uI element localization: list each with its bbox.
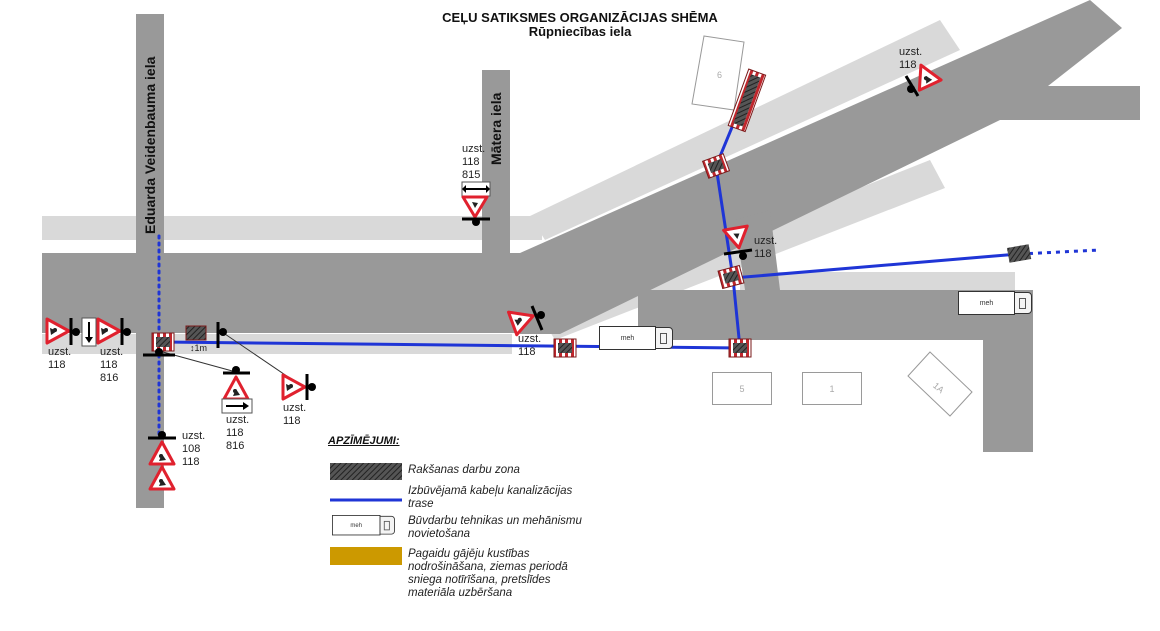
distance-marker: ↕1m (190, 343, 208, 353)
street-label-veidenbauma: Eduarda Veidenbauma iela (142, 56, 158, 234)
legend-swatches (330, 463, 402, 565)
excavation-zones (151, 68, 1032, 358)
sign-post-left (143, 348, 175, 357)
page-title: CEĻU SATIKSMES ORGANIZĀCIJAS SHĒMA Rūpni… (360, 11, 800, 39)
title-sub: Rūpniecības iela (528, 24, 632, 39)
sign-label-top-right: uzst.118 (899, 46, 923, 71)
building-5: 5 (712, 372, 772, 405)
street-label-matera: Mātera iela (488, 92, 504, 165)
sign-label-left1: uzst.118 (48, 346, 72, 371)
vehicle-label: meh (958, 291, 1015, 315)
legend-item-excavation: Rakšanas darbu zona (408, 464, 520, 476)
sign-post-right (216, 322, 227, 348)
sign-diag-low (281, 373, 316, 401)
sign-matera (461, 181, 491, 226)
building-1a: 1A (907, 351, 973, 417)
building-1: 1 (802, 372, 862, 405)
roads (42, 0, 1140, 508)
sign-center (722, 224, 753, 260)
sign-label-diagonal: uzst.118 (518, 333, 542, 358)
sign-bottom (148, 431, 176, 491)
legend-title: APZĪMĒJUMI: (328, 435, 400, 447)
sign-mid-low (221, 366, 253, 414)
sign-left-2 (96, 317, 131, 345)
sign-diagonal (506, 303, 545, 337)
building-6: 6 (691, 35, 745, 111)
sign-label-diag-low: uzst.118 (283, 402, 307, 427)
vehicle-cab-icon (1014, 292, 1032, 314)
svg-text:6: 6 (717, 70, 722, 80)
vehicle-label: meh (599, 326, 656, 350)
legend-item-pedestrian: Pagaidu gājēju kustības nodrošināšana, z… (408, 548, 568, 599)
sign-left-1 (45, 317, 80, 345)
title-main: CEĻU SATIKSMES ORGANIZĀCIJAS SHĒMA (442, 10, 718, 25)
sign-label-center: uzst.118 (754, 235, 778, 260)
road-signs (45, 58, 943, 491)
sign-top-right (904, 58, 943, 97)
vehicle-cab-icon (655, 327, 673, 349)
legend: APZĪMĒJUMI: Rakšanas darbu zona Izbūvēja… (328, 435, 588, 599)
legend-item-cable: Izbūvējamā kabeļu kanalizācijas trase (408, 485, 573, 510)
legend-item-vehicle: Būvdarbu tehnikas un mehānismu novietoša… (408, 515, 582, 540)
